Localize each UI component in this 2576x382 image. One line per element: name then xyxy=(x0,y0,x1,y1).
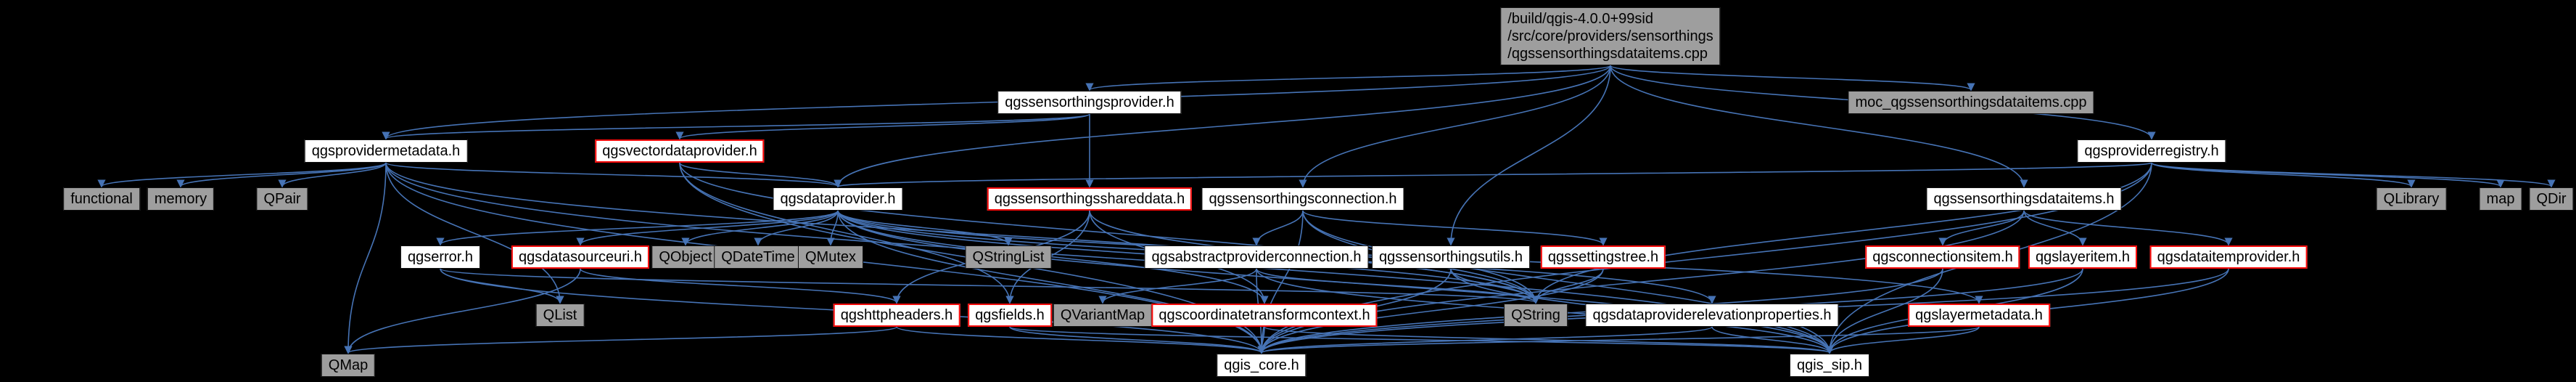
graph-node-map: map xyxy=(2479,187,2522,211)
include-edge-stconnection--qgis_core xyxy=(1257,210,1304,354)
graph-node-datasourceuri[interactable]: qgsdatasourceuri.h xyxy=(511,245,650,269)
graph-node-qpair: QPair xyxy=(256,187,308,211)
include-edge-dataprovider--qgis_sip xyxy=(837,210,1834,354)
include-edge-httpheaders--qmap xyxy=(344,326,897,354)
graph-node-qmap: QMap xyxy=(321,354,376,377)
include-edge-abstractproviderconnection--qstring xyxy=(1256,268,1540,304)
include-edge-providermetadata--qpair xyxy=(278,162,387,188)
graph-node-error[interactable]: qgserror.h xyxy=(400,245,481,269)
include-edge-dataprovider--qmutex xyxy=(826,210,839,246)
include-edge-elevationprops--qgis_sip xyxy=(1711,326,1834,354)
include-edge-coordtransformctx--qgis_sip xyxy=(1264,326,1834,354)
include-edge-stdataitems--connectionsitem xyxy=(1938,210,2025,246)
include-edge-datasourceuri--httpheaders xyxy=(580,268,901,304)
include-edge-root--stprovider xyxy=(1085,65,1611,92)
graph-node-moc: moc_qgssensorthingsdataitems.cpp xyxy=(1848,91,2094,114)
include-edge-coordtransformctx--qgis_core xyxy=(1257,326,1266,354)
graph-node-qgis_core[interactable]: qgis_core.h xyxy=(1217,354,1306,377)
graph-node-stdataitems[interactable]: qgssensorthingsdataitems.h xyxy=(1926,187,2122,211)
include-edge-dataprovider--qdatetime xyxy=(754,210,839,246)
include-edge-providermetadata--qstring xyxy=(385,162,1540,304)
include-edge-layermetadata--qgis_core xyxy=(1257,326,1980,354)
include-edge-fields--qgis_sip xyxy=(1009,326,1833,354)
include-edge-dataprovider--qobject xyxy=(681,210,839,246)
graph-node-providerregistry[interactable]: qgsproviderregistry.h xyxy=(2077,139,2226,163)
include-edge-error--qlist xyxy=(440,268,564,304)
include-edge-stprovider--vectordataprovider xyxy=(675,113,1090,140)
graph-node-qobject: QObject xyxy=(651,245,720,269)
graph-node-stconnection[interactable]: qgssensorthingsconnection.h xyxy=(1201,187,1404,211)
include-edge-root--stdataitems xyxy=(1610,65,2028,188)
graph-node-elevationprops[interactable]: qgsdataproviderelevationproperties.h xyxy=(1585,304,1839,327)
include-edge-abstractproviderconnection--qvariantmap xyxy=(1098,268,1257,304)
include-edge-providerregistry--qstring xyxy=(1531,162,2152,304)
include-edge-dataprovider--qgis_core xyxy=(837,210,1266,354)
include-edge-settingstree--qstring xyxy=(1531,268,1604,304)
graph-node-connectionsitem[interactable]: qgsconnectionsitem.h xyxy=(1865,245,2020,269)
graph-node-qstringlist: QStringList xyxy=(965,245,1052,269)
graph-node-stutils[interactable]: qgssensorthingsutils.h xyxy=(1372,245,1530,269)
graph-node-qmutex: QMutex xyxy=(797,245,864,269)
include-edge-stdataitems--dataitemprovider xyxy=(2023,210,2233,246)
graph-node-shareddata[interactable]: qgssensorthingsshareddata.h xyxy=(987,187,1193,211)
include-edge-error--qstring xyxy=(440,268,1539,304)
include-edge-providermetadata--qmap xyxy=(344,162,387,354)
graph-node-memory: memory xyxy=(147,187,215,211)
include-edge-elevationprops--qgis_core xyxy=(1257,326,1713,354)
graph-node-httpheaders[interactable]: qgshttpheaders.h xyxy=(833,304,960,327)
include-edge-providerregistry--qdir xyxy=(2151,162,2556,188)
graph-node-fields[interactable]: qgsfields.h xyxy=(968,304,1052,327)
include-edge-root--stutils xyxy=(1447,65,1611,246)
graph-node-qlibrary: QLibrary xyxy=(2376,187,2447,211)
graph-node-functional: functional xyxy=(63,187,140,211)
include-edge-root--moc xyxy=(1610,65,1975,92)
graph-node-providermetadata[interactable]: qgsprovidermetadata.h xyxy=(304,139,468,163)
include-edge-root--stconnection xyxy=(1299,65,1611,188)
graph-node-qdir: QDir xyxy=(2529,187,2574,211)
include-edge-providermetadata--functional xyxy=(97,162,387,188)
include-edge-stutils--qstring xyxy=(1450,268,1540,304)
include-edge-providermetadata--dataprovider xyxy=(385,162,842,188)
include-edge-providermetadata--qlist xyxy=(385,162,564,304)
include-edge-dataprovider--datasourceuri xyxy=(576,210,839,246)
include-edge-providerregistry--map xyxy=(2151,162,2505,188)
include-edge-providerregistry--dataprovider xyxy=(834,162,2152,188)
graph-node-layeritem[interactable]: qgslayeritem.h xyxy=(2028,245,2138,269)
include-edge-layermetadata--qgis_sip xyxy=(1825,326,1980,354)
include-edge-vectordataprovider--dataprovider xyxy=(679,162,842,188)
include-edge-root--dataprovider xyxy=(834,65,1611,188)
graph-node-qlist: QList xyxy=(535,304,585,327)
include-edge-vectordataprovider--fields xyxy=(679,162,1014,304)
include-edge-providermetadata--memory xyxy=(176,162,387,188)
graph-node-settingstree[interactable]: qgssettingstree.h xyxy=(1540,245,1666,269)
graph-node-stprovider[interactable]: qgssensorthingsprovider.h xyxy=(997,91,1182,114)
include-edge-providerregistry--qlibrary xyxy=(2151,162,2416,188)
include-edge-fields--qgis_core xyxy=(1009,326,1266,354)
graph-node-dataitemprovider[interactable]: qgsdataitemprovider.h xyxy=(2149,245,2308,269)
include-edge-stconnection--qgis_sip xyxy=(1302,210,1834,354)
graph-node-qgis_sip[interactable]: qgis_sip.h xyxy=(1789,354,1870,377)
graph-node-coordtransformctx[interactable]: qgscoordinatetransformcontext.h xyxy=(1151,304,1378,327)
include-edge-stdataitems--layeritem xyxy=(2023,210,2087,246)
include-edge-stconnection--settingstree xyxy=(1302,210,1608,246)
include-edge-stconnection--abstractproviderconnection xyxy=(1252,210,1304,246)
graph-node-root: /build/qgis-4.0.0+99sid /src/core/provid… xyxy=(1500,7,1721,65)
graph-node-abstractproviderconnection[interactable]: qgsabstractproviderconnection.h xyxy=(1144,245,1369,269)
graph-node-qdatetime: QDateTime xyxy=(714,245,802,269)
include-edge-vectordataprovider--qstring xyxy=(679,162,1540,304)
graph-node-qstring: QString xyxy=(1504,304,1568,327)
include-edge-httpheaders--qgis_core xyxy=(896,326,1266,354)
include-edge-stdataitems--qgis_core xyxy=(1257,210,2025,354)
include-edge-stprovider--providermetadata xyxy=(382,113,1090,140)
graph-node-dataprovider[interactable]: qgsdataprovider.h xyxy=(773,187,903,211)
include-edge-dataprovider--error xyxy=(436,210,839,246)
graph-node-layermetadata[interactable]: qgslayermetadata.h xyxy=(1908,304,2050,327)
graph-node-vectordataprovider[interactable]: qgsvectordataprovider.h xyxy=(595,139,765,163)
include-edge-dataprovider--qstringlist xyxy=(837,210,1013,246)
graph-node-qvariantmap: QVariantMap xyxy=(1053,304,1153,327)
